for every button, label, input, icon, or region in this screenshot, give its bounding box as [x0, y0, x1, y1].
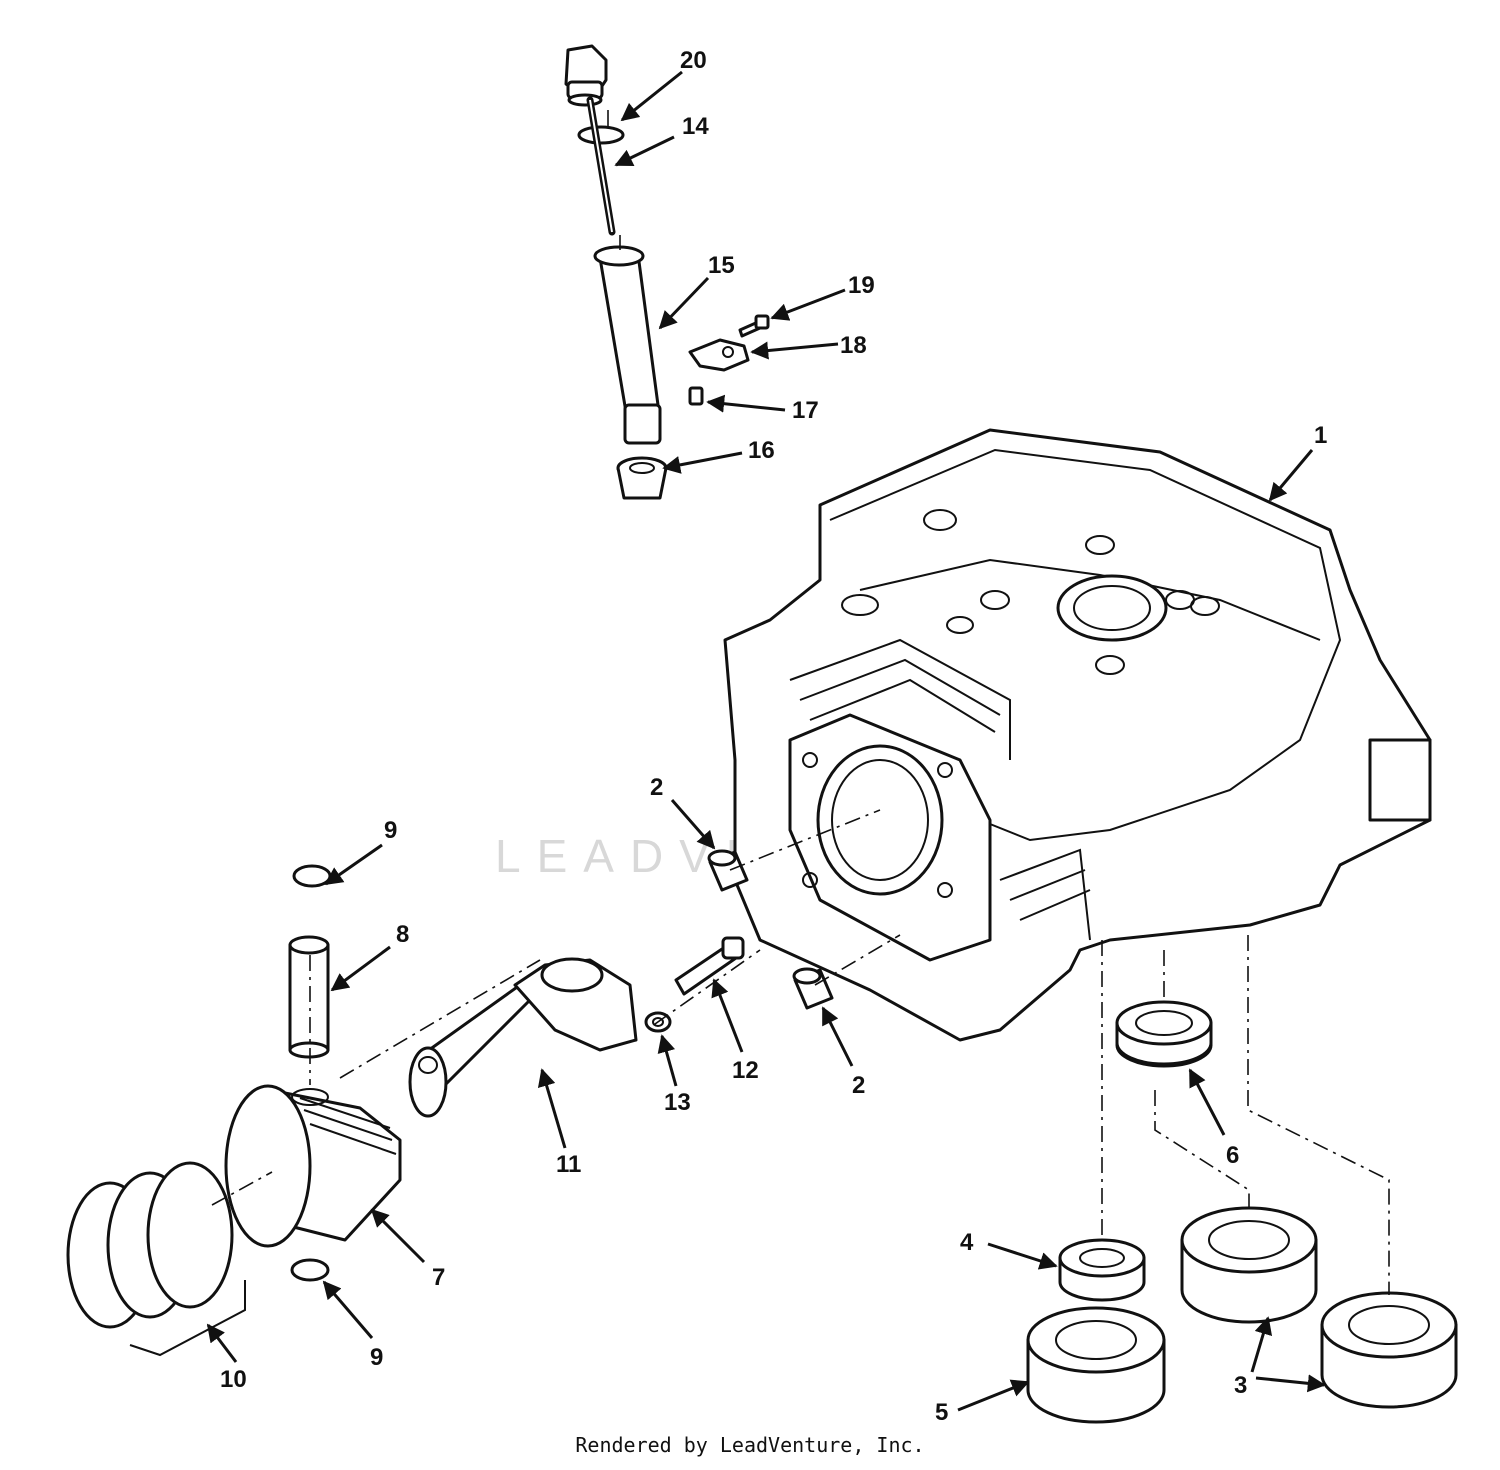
seal-4 — [1058, 1238, 1146, 1302]
callout-6: 6 — [1226, 1142, 1239, 1169]
dipstick-o-ring — [577, 125, 625, 145]
callout-8: 8 — [396, 921, 409, 948]
footer-credit: Rendered by LeadVenture, Inc. — [575, 1433, 925, 1457]
callout-16: 16 — [748, 437, 775, 464]
tube-grommet — [616, 456, 668, 500]
callout-2-upper: 2 — [650, 774, 663, 801]
bearing-5 — [1026, 1306, 1166, 1424]
bearing-3-left — [1180, 1206, 1318, 1324]
callout-15: 15 — [708, 252, 735, 279]
dipstick-cap — [564, 44, 608, 107]
retaining-ring-lower — [290, 1258, 330, 1282]
dipstick-rod — [586, 96, 616, 236]
bracket-18 — [688, 338, 750, 372]
wrist-pin-8 — [288, 935, 330, 1059]
callout-17: 17 — [792, 397, 819, 424]
callout-1: 1 — [1314, 422, 1327, 449]
callout-19: 19 — [848, 272, 875, 299]
bearing-3-right — [1320, 1291, 1458, 1409]
bearing-6 — [1115, 1000, 1213, 1068]
dipstick-tube — [593, 245, 662, 445]
nut-17 — [688, 386, 704, 406]
callout-7: 7 — [432, 1264, 445, 1291]
connecting-rod-11 — [408, 957, 638, 1118]
callout-12: 12 — [732, 1057, 759, 1084]
callout-10: 10 — [220, 1366, 247, 1393]
callout-18: 18 — [840, 332, 867, 359]
callout-20: 20 — [680, 47, 707, 74]
dowel-pin-lower — [792, 967, 834, 1010]
callout-2-lower: 2 — [852, 1072, 865, 1099]
callout-9-lower: 9 — [370, 1344, 383, 1371]
callout-13: 13 — [664, 1089, 691, 1116]
screw-19 — [738, 314, 770, 338]
callout-5: 5 — [935, 1399, 948, 1426]
callout-3: 3 — [1234, 1372, 1247, 1399]
callout-11: 11 — [556, 1151, 581, 1178]
callout-4: 4 — [960, 1229, 974, 1256]
callout-9-upper: 9 — [384, 817, 397, 844]
piston-7 — [224, 1084, 402, 1248]
bolt-12 — [674, 936, 745, 996]
retaining-ring-upper — [292, 864, 332, 888]
crankcase-block — [723, 428, 1432, 1042]
piston-rings-10 — [66, 1161, 246, 1357]
dowel-pin-upper — [707, 849, 749, 892]
callout-14: 14 — [682, 113, 709, 140]
